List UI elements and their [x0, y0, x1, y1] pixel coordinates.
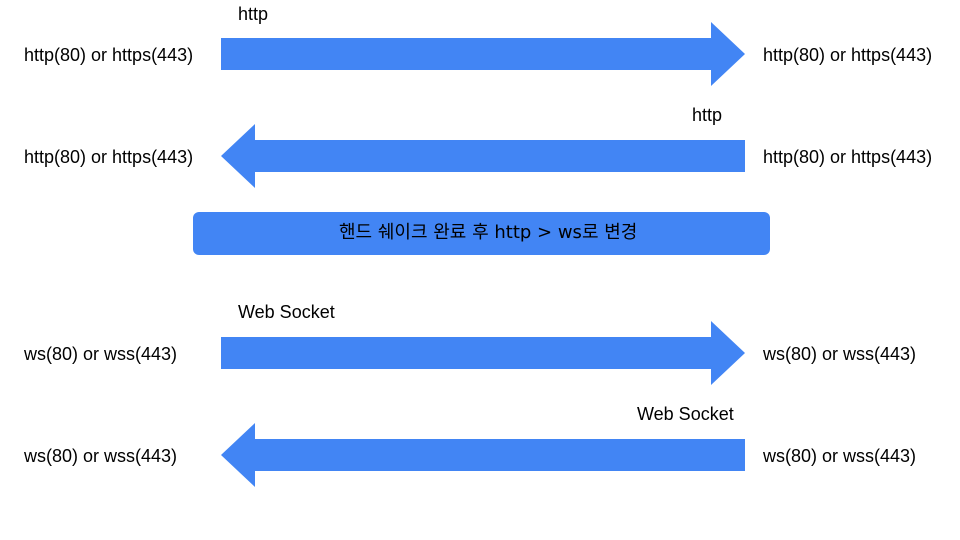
arrow-caption-websocket-outbound: Web Socket — [238, 302, 335, 322]
client-endpoint-label: http(80) or https(443) — [24, 147, 194, 167]
server-endpoint-label: http(80) or https(443) — [763, 147, 933, 167]
arrow-caption-http-request: http — [238, 4, 269, 24]
arrow-caption-websocket-inbound: Web Socket — [637, 404, 734, 424]
arrow-caption-http-response: http — [692, 105, 723, 125]
handshake-banner-text: 핸드 쉐이크 완료 후 http > ws로 변경 — [339, 222, 638, 243]
server-endpoint-label: ws(80) or wss(443) — [763, 344, 917, 364]
client-endpoint-label: ws(80) or wss(443) — [24, 446, 178, 466]
arrow-right-websocket — [221, 321, 745, 385]
client-endpoint-label: http(80) or https(443) — [24, 45, 194, 65]
server-endpoint-label: ws(80) or wss(443) — [763, 446, 917, 466]
handshake-banner — [193, 212, 770, 255]
client-endpoint-label: ws(80) or wss(443) — [24, 344, 178, 364]
server-endpoint-label: http(80) or https(443) — [763, 45, 933, 65]
arrow-left-http — [221, 124, 745, 188]
arrow-left-websocket — [221, 423, 745, 487]
arrow-right-http — [221, 22, 745, 86]
